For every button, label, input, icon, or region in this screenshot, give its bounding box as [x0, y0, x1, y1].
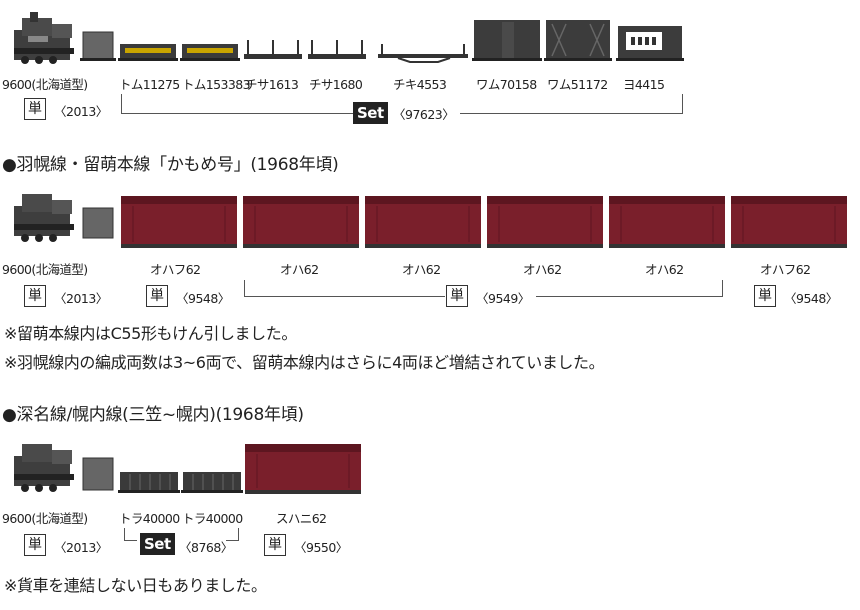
- car-label: 9600(北海道型): [2, 511, 88, 526]
- car-label: トラ40000: [119, 511, 180, 526]
- passenger-car-icon: [365, 196, 481, 248]
- set-bracket: [460, 94, 683, 114]
- steam-locomotive-icon: [14, 12, 74, 64]
- car-label: オハ62: [280, 262, 319, 277]
- flat-wagon-icon: [244, 40, 302, 59]
- note: ※羽幌線内の編成両数は3~6両で、留萌本線内はさらに4両ほど増結されていました。: [4, 353, 605, 372]
- formation-3-illustration: [14, 444, 361, 494]
- tomu-wagon-icon: [180, 44, 240, 61]
- formation-1: 9600(北海道型) トム11275 トム153383 チサ1613 チサ168…: [0, 0, 860, 130]
- passenger-car-icon: [487, 196, 603, 248]
- car-label: 9600(北海道型): [2, 262, 88, 277]
- wamu-boxcar-icon: [472, 20, 542, 61]
- car-label: トラ40000: [182, 511, 243, 526]
- car-label: オハ62: [523, 262, 562, 277]
- flat-wagon-icon: [308, 40, 366, 59]
- car-label: オハフ62: [150, 262, 201, 277]
- set-badge: Set: [140, 533, 175, 555]
- single-badge: 単: [24, 98, 46, 120]
- set-bracket: [121, 94, 354, 114]
- product-code: 〈9548〉: [176, 291, 230, 306]
- car-label: ワム51172: [547, 77, 608, 92]
- set-badge: Set: [353, 102, 388, 124]
- single-badge: 単: [264, 534, 286, 556]
- passenger-car-icon: [609, 196, 725, 248]
- product-code: 〈9550〉: [294, 540, 348, 555]
- passenger-car-icon: [121, 196, 237, 248]
- single-badge: 単: [24, 285, 46, 307]
- steam-locomotive-icon: [14, 194, 74, 242]
- product-code: 〈2013〉: [54, 104, 108, 119]
- set-bracket: [244, 280, 445, 297]
- formation-1-illustration: [14, 12, 684, 64]
- tora-wagon-icon: [118, 472, 180, 493]
- product-code: 〈9549〉: [476, 291, 530, 306]
- passenger-car-icon: [245, 444, 361, 494]
- set-product-code: 〈97623〉: [393, 107, 455, 122]
- car-label: トム11275: [119, 77, 180, 92]
- note: ※留萌本線内はC55形もけん引しました。: [4, 324, 297, 343]
- car-label: オハ62: [402, 262, 441, 277]
- car-label: チキ4553: [393, 77, 447, 92]
- product-code: 〈2013〉: [54, 540, 108, 555]
- passenger-car-icon: [731, 196, 847, 248]
- long-flat-wagon-icon: [378, 44, 468, 63]
- tomu-wagon-icon: [118, 44, 178, 61]
- car-label: オハフ62: [760, 262, 811, 277]
- wamu-boxcar-icon: [544, 20, 612, 61]
- section-heading: ●深名線/幌内線(三笠~幌内)(1968年頃): [2, 405, 304, 425]
- set-bracket: [124, 528, 137, 541]
- car-label: チサ1680: [309, 77, 363, 92]
- car-label: スハニ62: [276, 511, 327, 526]
- set-product-code: 〈8768〉: [179, 540, 233, 555]
- single-badge: 単: [754, 285, 776, 307]
- car-label: オハ62: [645, 262, 684, 277]
- passenger-car-icon: [243, 196, 359, 248]
- formation-2-illustration: [14, 194, 847, 248]
- set-bracket: [536, 280, 723, 297]
- single-badge: 単: [446, 285, 468, 307]
- set-bracket: [226, 528, 239, 541]
- caboose-icon: [616, 26, 684, 61]
- tender-icon: [80, 31, 116, 61]
- product-code: 〈2013〉: [54, 291, 108, 306]
- tender-icon: [82, 207, 114, 239]
- tora-wagon-icon: [181, 472, 243, 493]
- product-code: 〈9548〉: [784, 291, 838, 306]
- steam-locomotive-icon: [14, 444, 74, 492]
- section-heading: ●羽幌線・留萌本線「かもめ号」(1968年頃): [2, 155, 339, 175]
- car-label: チサ1613: [245, 77, 299, 92]
- car-label: トム153383: [182, 77, 251, 92]
- car-label: ワム70158: [476, 77, 537, 92]
- car-label: 9600(北海道型): [2, 77, 88, 92]
- car-label: ヨ4415: [623, 77, 665, 92]
- note: ※貨車を連結しない日もありました。: [4, 576, 267, 595]
- single-badge: 単: [24, 534, 46, 556]
- tender-icon: [82, 457, 114, 491]
- single-badge: 単: [146, 285, 168, 307]
